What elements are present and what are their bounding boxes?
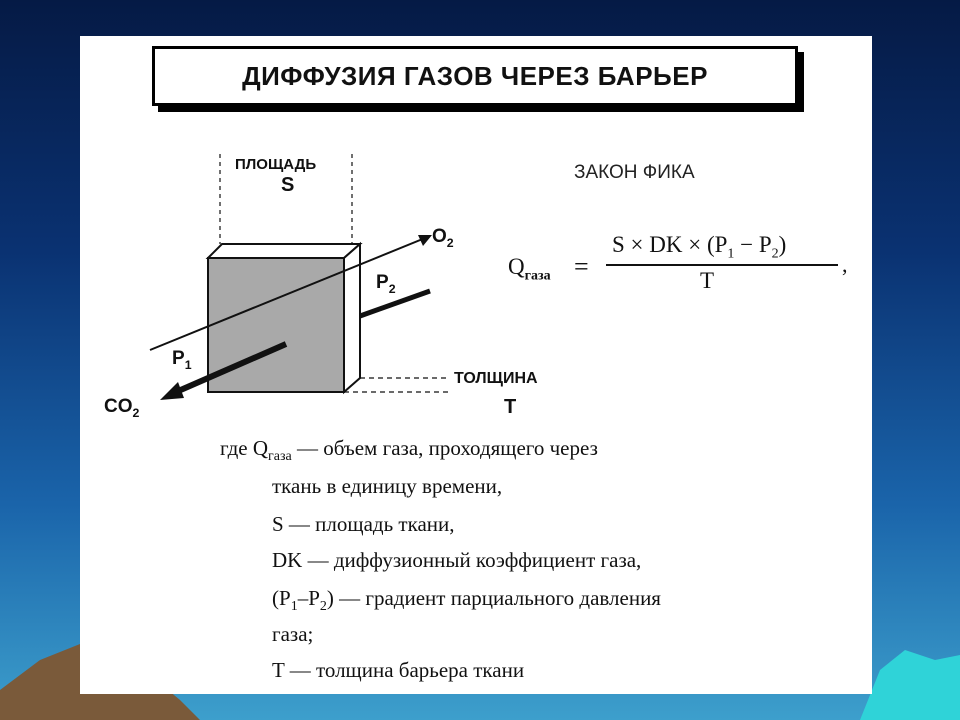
formula-lhs: Qгаза xyxy=(508,254,551,284)
law-title: ЗАКОН ФИКА xyxy=(574,162,695,183)
co2-arrow-head xyxy=(160,382,184,400)
definition-line-4: DK — диффузионный коэффициент газа, xyxy=(272,548,642,572)
barrier-top-face xyxy=(205,243,363,259)
definition-line-1: где Qгаза — объем газа, проходящего чере… xyxy=(220,436,598,465)
p1-label: P1 xyxy=(172,348,192,372)
thickness-symbol: T xyxy=(504,396,517,418)
o2-arrow-line xyxy=(149,235,431,351)
slide-title: ДИФФУЗИЯ ГАЗОВ ЧЕРЕЗ БАРЬЕР xyxy=(242,60,708,91)
fick-formula: Qгаза = S × DK × (P1 − P2) T , xyxy=(508,232,868,302)
area-label: ПЛОЩАДЬ xyxy=(235,156,317,173)
formula-fraction-bar xyxy=(606,264,838,266)
definition-line-5: (P1–P2) — градиент парциального давления xyxy=(272,586,661,615)
definition-line-7: T — толщина барьера ткани xyxy=(272,658,525,682)
sea-right xyxy=(860,650,960,720)
definition-line-2: ткань в единицу времени, xyxy=(272,474,503,498)
o2-label: O2 xyxy=(432,226,454,250)
formula-denominator: T xyxy=(700,268,715,293)
slide-title-box: ДИФФУЗИЯ ГАЗОВ ЧЕРЕЗ БАРЬЕР xyxy=(152,46,798,106)
o2-arrow-head xyxy=(418,235,432,246)
barrier-diagram xyxy=(149,154,450,400)
slide-content: ДИФФУЗИЯ ГАЗОВ ЧЕРЕЗ БАРЬЕР ПЛОЩАДЬ S O2… xyxy=(80,36,872,694)
definition-line-3: S — площадь ткани, xyxy=(272,512,455,536)
co2-arrow-line xyxy=(174,341,288,395)
definition-line-6: газа; xyxy=(272,622,314,646)
co2-label: CO2 xyxy=(104,396,140,420)
area-symbol: S xyxy=(281,174,295,196)
p2-stub xyxy=(359,288,431,319)
thickness-label: ТОЛЩИНА xyxy=(454,370,538,387)
formula-comma: , xyxy=(842,252,848,277)
formula-equals: = xyxy=(574,252,589,281)
p2-label: P2 xyxy=(376,272,396,296)
formula-numerator: S × DK × (P1 − P2) xyxy=(612,232,787,262)
